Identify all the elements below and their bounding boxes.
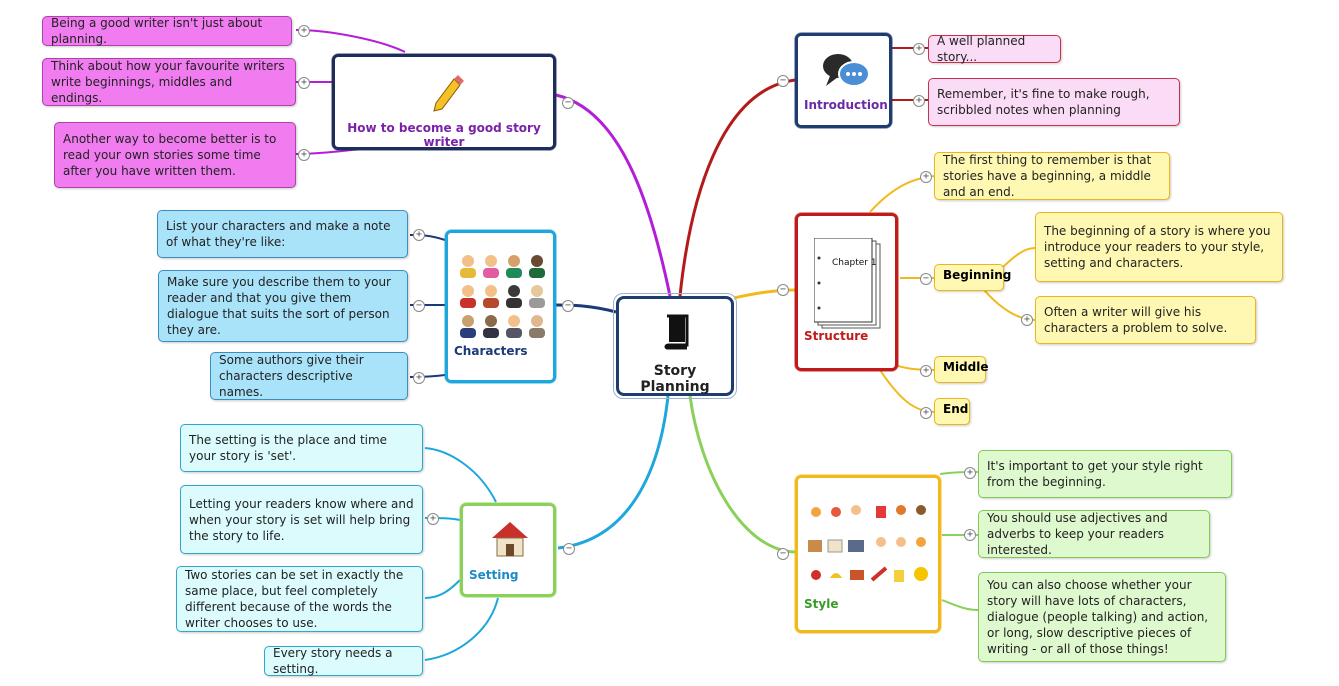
central-topic-label: Story Planning (640, 363, 710, 395)
note-box: Some authors give their characters descr… (210, 352, 408, 400)
note-box: The setting is the place and time your s… (180, 424, 423, 472)
central-topic[interactable]: Story Planning (613, 293, 737, 399)
expand-toggle[interactable]: + (920, 365, 932, 377)
expand-toggle[interactable]: + (413, 229, 425, 241)
expand-toggle[interactable]: + (427, 513, 439, 525)
note-box: The beginning of a story is where you in… (1035, 212, 1283, 282)
topic-style[interactable]: Style (794, 474, 942, 634)
people-icon (460, 255, 545, 338)
topic-structure[interactable]: Chapter 1 Structure (794, 212, 899, 372)
collapse-toggle[interactable]: − (562, 300, 574, 312)
note-box: Letting your readers know where and when… (180, 485, 423, 554)
expand-toggle[interactable]: + (913, 95, 925, 107)
collapse-toggle[interactable]: − (563, 543, 575, 555)
topic-label: Style (804, 597, 839, 611)
collapse-toggle[interactable]: − (562, 97, 574, 109)
note-box: Being a good writer isn't just about pla… (42, 16, 292, 46)
subtopic-beginning[interactable]: Beginning (934, 264, 1011, 291)
expand-toggle[interactable]: + (920, 407, 932, 419)
expand-toggle[interactable]: + (920, 171, 932, 183)
topic-label: Structure (804, 329, 869, 343)
note-box: Every story needs a setting. (264, 646, 423, 676)
collapse-toggle[interactable]: − (777, 284, 789, 296)
expand-toggle[interactable]: + (413, 372, 425, 384)
note-box: Think about how your favourite writers w… (42, 58, 296, 106)
house-icon (492, 522, 528, 557)
note-box: It's important to get your style right f… (978, 450, 1232, 498)
expand-toggle[interactable]: + (1021, 314, 1033, 326)
expand-toggle[interactable]: + (913, 43, 925, 55)
note-box: A well planned story... (928, 34, 1061, 64)
chat-bubbles-icon (823, 54, 870, 87)
topic-how-to-become-writer[interactable]: How to become a good story writer (331, 53, 557, 151)
collapse-toggle[interactable]: − (777, 75, 789, 87)
topic-label: Introduction (804, 98, 888, 112)
expand-toggle[interactable]: + (298, 77, 310, 89)
collapse-toggle[interactable]: − (920, 273, 932, 285)
expand-toggle[interactable]: + (964, 467, 976, 479)
topic-label: Characters (454, 344, 528, 358)
note-box: Two stories can be set in exactly the sa… (176, 566, 423, 632)
expand-toggle[interactable]: + (298, 149, 310, 161)
note-box: List your characters and make a note of … (157, 210, 408, 258)
note-box: You should use adjectives and adverbs to… (978, 510, 1210, 558)
note-box: Remember, it's fine to make rough, scrib… (928, 78, 1180, 126)
note-box: You can also choose whether your story w… (978, 572, 1226, 662)
note-box: Another way to become better is to read … (54, 122, 296, 188)
topic-setting[interactable]: Setting (459, 502, 557, 598)
subtopic-end[interactable]: End (934, 398, 970, 425)
topic-characters[interactable]: Characters (444, 229, 557, 384)
document-heading: Chapter 1 (832, 258, 877, 268)
book-icon (664, 314, 689, 350)
topic-label: Setting (469, 568, 519, 582)
topic-introduction[interactable]: Introduction (794, 32, 893, 129)
note-box: Make sure you describe them to your read… (158, 270, 408, 342)
expand-toggle[interactable]: + (964, 529, 976, 541)
pencil-icon (433, 75, 464, 112)
style-illustrations-icon (808, 505, 928, 582)
collapse-toggle[interactable]: − (413, 300, 425, 312)
document-icon (814, 238, 881, 329)
subtopic-middle[interactable]: Middle (934, 356, 989, 383)
note-box: The first thing to remember is that stor… (934, 152, 1170, 200)
note-box: Often a writer will give his characters … (1035, 296, 1256, 344)
topic-label: How to become a good story writer (347, 121, 541, 149)
collapse-toggle[interactable]: − (777, 548, 789, 560)
expand-toggle[interactable]: + (298, 25, 310, 37)
